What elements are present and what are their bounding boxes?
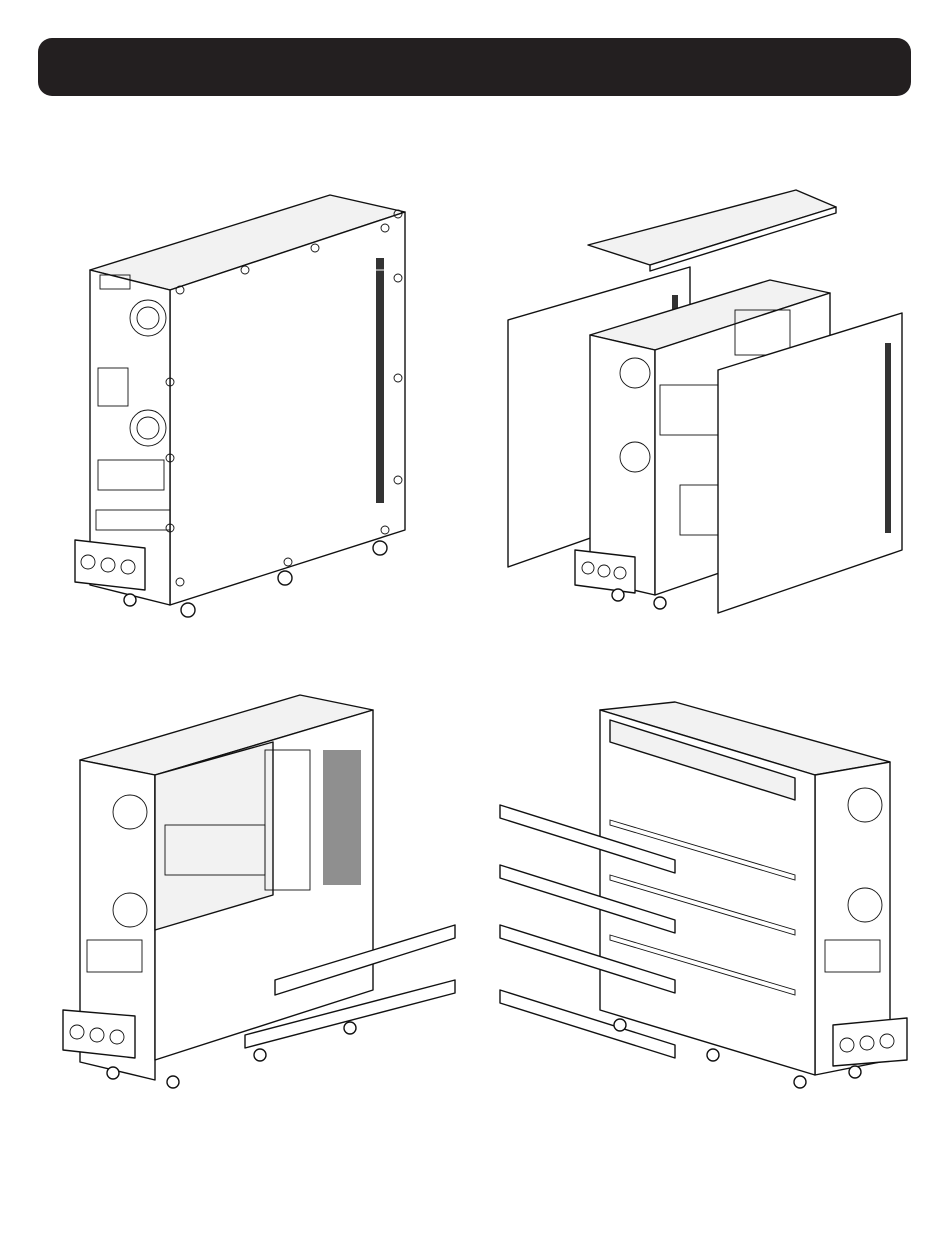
side-vent-slots — [376, 258, 384, 503]
figure-ups-cabinet-assembled — [60, 190, 420, 630]
figure-ups-cabinet-rails-right-open — [55, 690, 465, 1100]
page-header-bar — [38, 38, 911, 96]
ups-cabinet-exploded-illustration-icon — [500, 185, 910, 615]
figure-ups-cabinet-panels-removed — [500, 185, 910, 615]
ups-cabinet-rails-rear-illustration-icon — [495, 700, 915, 1100]
ups-cabinet-rails-illustration-icon — [55, 690, 465, 1100]
ups-cabinet-closed-illustration-icon — [60, 190, 420, 630]
figure-ups-cabinet-rails-left-open — [495, 700, 915, 1100]
